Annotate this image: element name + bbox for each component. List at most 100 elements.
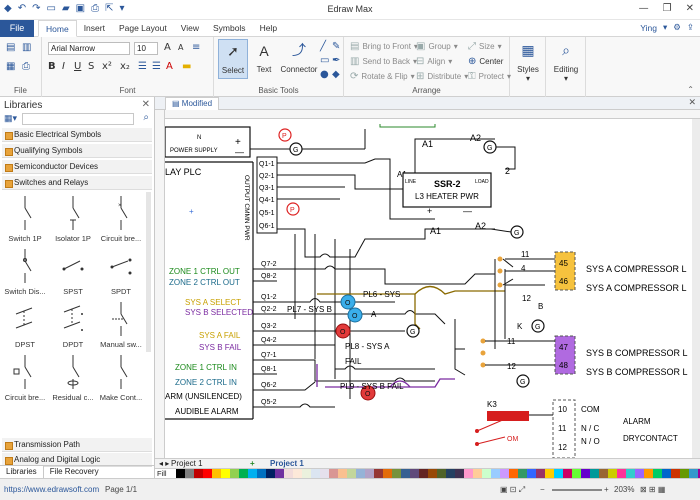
select-button[interactable]: ➚ Select xyxy=(218,39,248,79)
color-swatch[interactable] xyxy=(608,469,617,478)
tab-insert[interactable]: Insert xyxy=(77,20,112,37)
strikethrough-icon[interactable]: S xyxy=(88,61,94,72)
color-swatch[interactable] xyxy=(581,469,590,478)
color-swatch[interactable] xyxy=(185,469,194,478)
distribute-button[interactable]: ⊞Distribute▾ xyxy=(416,71,468,82)
size-button[interactable]: ⤢Size▾ xyxy=(468,41,502,52)
protect-button[interactable]: ⚿Protect▾ xyxy=(468,71,511,82)
color-swatch[interactable] xyxy=(176,469,185,478)
open-icon[interactable]: ▥ xyxy=(22,42,31,53)
polygon-tool-icon[interactable]: ◆ xyxy=(332,69,340,80)
color-swatch[interactable] xyxy=(221,469,230,478)
color-swatch[interactable] xyxy=(410,469,419,478)
shape-spdt[interactable]: SPDT xyxy=(98,245,144,295)
category-switches-relays[interactable]: Switches and Relays xyxy=(2,176,152,190)
library-menu-icon[interactable]: ▦▾ xyxy=(4,113,17,124)
color-swatch[interactable] xyxy=(671,469,680,478)
share-icon[interactable]: ⇪ xyxy=(687,23,694,33)
color-swatch[interactable] xyxy=(311,469,320,478)
color-swatch[interactable] xyxy=(212,469,221,478)
color-swatch[interactable] xyxy=(509,469,518,478)
color-swatch[interactable] xyxy=(626,469,635,478)
collapse-ribbon-icon[interactable]: ⌃ xyxy=(687,85,694,94)
color-swatch[interactable] xyxy=(230,469,239,478)
color-swatch[interactable] xyxy=(545,469,554,478)
shape-dpdt[interactable]: DPDT xyxy=(50,298,96,348)
editing-button[interactable]: ⌕ Editing ▾ xyxy=(549,39,583,83)
color-swatch[interactable] xyxy=(302,469,311,478)
connector-button[interactable]: ⤴ Connector xyxy=(280,39,318,74)
color-swatch[interactable] xyxy=(203,469,212,478)
color-swatch[interactable] xyxy=(554,469,563,478)
align-center-icon[interactable]: ☰ xyxy=(152,61,161,72)
color-swatch[interactable] xyxy=(194,469,203,478)
bold-icon[interactable]: B xyxy=(48,61,56,72)
rotate-flip-button[interactable]: ⟳Rotate & Flip▾ xyxy=(350,71,415,82)
shape-switch-disconnector[interactable]: Switch Dis... xyxy=(2,245,48,295)
color-swatch[interactable] xyxy=(473,469,482,478)
shape-isolator-1p[interactable]: Isolator 1P xyxy=(50,192,96,242)
align-left-icon[interactable]: ☰ xyxy=(138,61,147,72)
color-swatch[interactable] xyxy=(419,469,428,478)
grow-font-icon[interactable]: A xyxy=(164,42,171,53)
color-swatch[interactable] xyxy=(401,469,410,478)
tab-home[interactable]: Home xyxy=(38,20,77,37)
color-swatch[interactable] xyxy=(248,469,257,478)
font-size-select[interactable]: 10 xyxy=(134,42,158,55)
superscript-icon[interactable]: x² xyxy=(102,61,112,72)
tab-view[interactable]: View xyxy=(174,20,206,37)
close-button[interactable]: ✕ xyxy=(686,3,694,14)
color-swatch[interactable] xyxy=(653,469,662,478)
tab-libraries[interactable]: Libraries xyxy=(0,466,44,478)
color-swatch[interactable] xyxy=(374,469,383,478)
color-swatch[interactable] xyxy=(599,469,608,478)
color-swatch[interactable] xyxy=(617,469,626,478)
color-swatch[interactable] xyxy=(563,469,572,478)
color-swatch[interactable] xyxy=(644,469,653,478)
ellipse-tool-icon[interactable]: ● xyxy=(320,69,329,80)
color-swatch[interactable] xyxy=(266,469,275,478)
color-swatch[interactable] xyxy=(464,469,473,478)
highlight-icon[interactable]: ▬ xyxy=(182,61,191,72)
align-button[interactable]: ⊟Align▾ xyxy=(416,56,452,67)
new-icon[interactable]: ▤ xyxy=(6,42,15,53)
color-swatch[interactable] xyxy=(689,469,698,478)
pen-tool-icon[interactable]: ✒ xyxy=(332,55,340,66)
color-swatch[interactable] xyxy=(536,469,545,478)
view-icon[interactable]: ▣ ⊡ ⤢ xyxy=(500,485,525,495)
library-scrollbar[interactable] xyxy=(146,192,151,352)
settings-icon[interactable]: ⚙ xyxy=(673,23,681,33)
color-swatch[interactable] xyxy=(275,469,284,478)
line-tool-icon[interactable]: ╱ xyxy=(320,41,326,52)
color-swatch[interactable] xyxy=(527,469,536,478)
color-swatch[interactable] xyxy=(293,469,302,478)
color-swatch[interactable] xyxy=(491,469,500,478)
shape-make-contact[interactable]: Make Cont... xyxy=(98,351,144,401)
color-swatch[interactable] xyxy=(383,469,392,478)
k3-relay-coil[interactable] xyxy=(487,411,529,421)
shape-residual-current[interactable]: Residual c... xyxy=(50,351,96,401)
color-swatch[interactable] xyxy=(167,469,176,478)
italic-icon[interactable]: I xyxy=(62,61,65,72)
user-name[interactable]: Ying xyxy=(640,23,657,33)
user-dropdown-icon[interactable]: ▾ xyxy=(663,22,667,33)
print-file-icon[interactable]: ⎙ xyxy=(22,61,30,72)
fit-page-icon[interactable]: ⊠ ⊞ ▦ xyxy=(640,485,665,494)
minimize-button[interactable]: — xyxy=(639,3,649,14)
category-transmission-path[interactable]: Transmission Path xyxy=(2,438,152,452)
category-qualifying[interactable]: Qualifying Symbols xyxy=(2,144,152,158)
font-color-icon[interactable]: A xyxy=(166,61,173,72)
vertical-scrollbar[interactable] xyxy=(692,119,700,458)
save-file-icon[interactable]: ▦ xyxy=(6,61,15,72)
color-swatch[interactable] xyxy=(392,469,401,478)
color-swatch[interactable] xyxy=(572,469,581,478)
color-swatch[interactable] xyxy=(437,469,446,478)
shape-switch-1p[interactable]: Switch 1P xyxy=(2,192,48,242)
bring-to-front-button[interactable]: ▤Bring to Front▾ xyxy=(350,41,418,52)
color-swatch[interactable] xyxy=(239,469,248,478)
font-name-select[interactable]: Arial Narrow xyxy=(48,42,130,55)
rectangle-tool-icon[interactable]: ▭ xyxy=(320,55,329,66)
category-basic-electrical[interactable]: Basic Electrical Symbols xyxy=(2,128,152,142)
color-swatch[interactable] xyxy=(284,469,293,478)
color-swatch[interactable] xyxy=(365,469,374,478)
